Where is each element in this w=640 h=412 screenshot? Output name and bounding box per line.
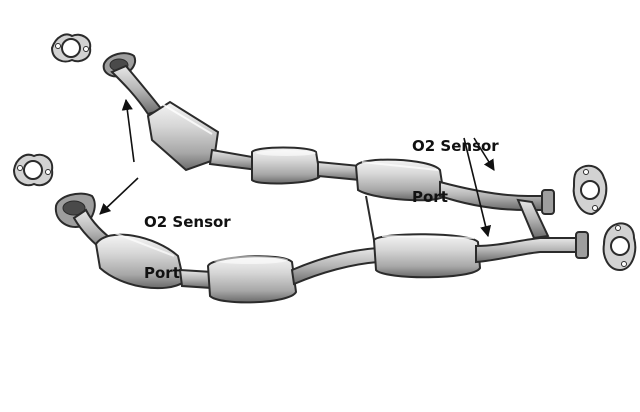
lower-outlet-pipe [475,237,581,264]
label-right-line2: Port [412,188,448,206]
arrow-lower-left [99,177,139,215]
arrows [99,98,495,238]
label-left-line2: Port [144,264,180,282]
lower-outlet-flange [575,231,589,259]
crossover-tube [516,198,550,240]
upper-connector-pipe [317,160,361,182]
gasket-mid-left [12,153,54,187]
o2-sensor-port-label-left: O2 Sensor Port [144,180,231,299]
lower-long-pipe [290,246,379,286]
label-left-line1: O2 Sensor [144,213,231,231]
o2-sensor-port-label-right: O2 Sensor Port [412,104,499,223]
gasket-top-left [50,33,92,63]
upper-front-converter [146,100,220,172]
lower-rear-converter [372,233,482,279]
gasket-right-upper [572,164,608,216]
upper-middle-converter [251,146,322,185]
lower-middle-converter [206,255,298,304]
gasket-right-lower [602,222,637,272]
upper-outlet-flange [541,189,555,215]
arrow-upper-left [121,98,135,163]
arrow-right-a [473,137,495,171]
lower-front-converter [94,231,186,290]
upper-inlet-pipe [110,64,164,116]
arrow-right-b [463,137,492,238]
label-right-line1: O2 Sensor [412,137,499,155]
upper-mid-pipe [208,148,259,172]
